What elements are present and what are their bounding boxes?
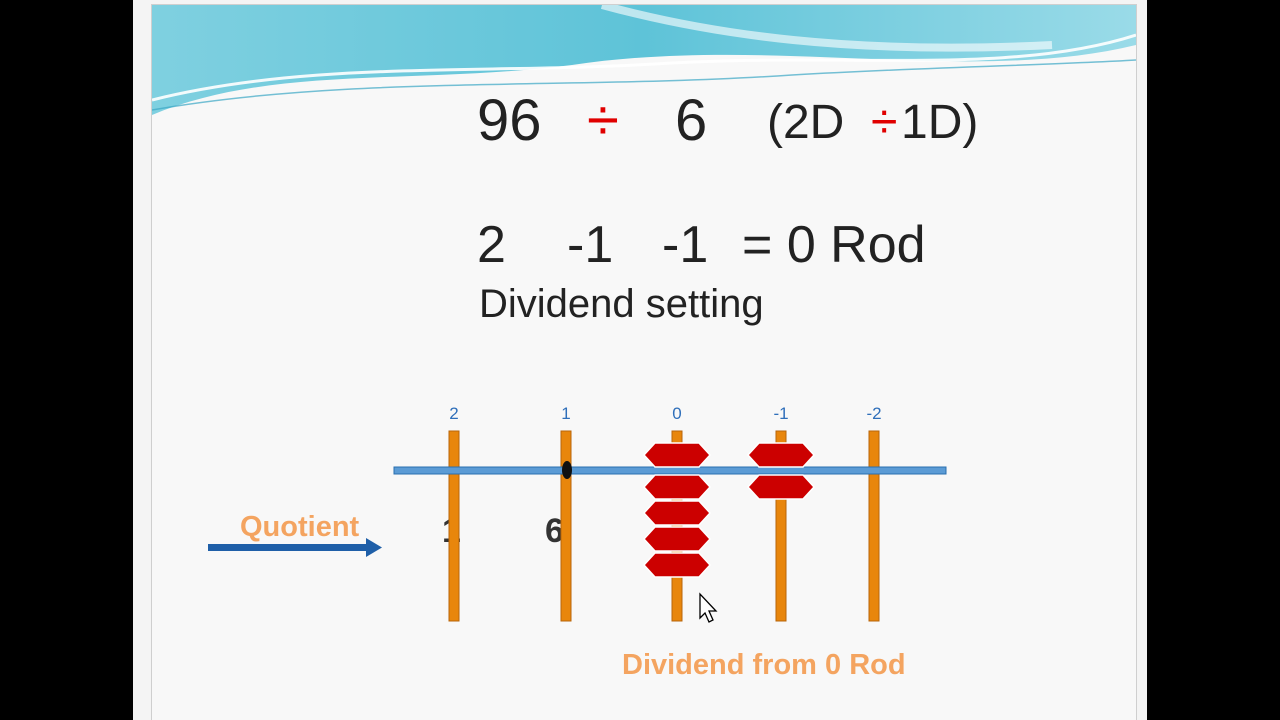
rod-calc-result: = 0 Rod [742,216,926,274]
abacus-beads [642,442,816,578]
problem-type-close: 1D) [901,96,979,149]
earth-bead-rod-3-4 [642,552,712,578]
dividend-from-rod-label: Dividend from 0 Rod [622,649,906,681]
header-wave-decoration [152,5,1136,115]
heaven-bead-rod-3 [642,442,712,468]
unit-marker-dot [562,461,572,479]
abacus-diagram: 2 1 0 -1 -2 [208,404,947,623]
slide: 96 ÷ 6 (2D ÷ 1D) 2 -1 -1 = 0 Rod Dividen… [133,0,1147,720]
divisor-value: 6 [675,88,708,153]
earth-bead-rod-3-2 [642,500,712,526]
abacus-rod-4 [775,430,787,622]
rod-calc-c: -1 [662,216,709,274]
earth-bead-rod-4-1 [746,474,816,500]
rod-label-5: -2 [866,404,881,423]
slide-frame: 96 ÷ 6 (2D ÷ 1D) 2 -1 -1 = 0 Rod Dividen… [151,4,1137,720]
division-operator: ÷ [587,88,619,153]
abacus-rod-2 [560,430,572,622]
abacus-rod-5 [868,430,880,622]
quotient-arrow [208,538,382,557]
heaven-bead-rod-4 [746,442,816,468]
rod-label-2: 1 [561,404,570,423]
rod-calc-a: 2 [477,216,506,274]
dividend-value: 96 [477,88,542,153]
abacus-rods [448,430,880,622]
dividend-setting-label: Dividend setting [479,282,764,326]
abacus-beam [393,466,947,475]
rod-label-4: -1 [773,404,788,423]
rod-label-3: 0 [672,404,681,423]
earth-bead-rod-3-1 [642,474,712,500]
quotient-label: Quotient [240,511,360,543]
earth-bead-rod-3-3 [642,526,712,552]
abacus-rod-1 [448,430,460,622]
problem-type-open: (2D [767,96,845,149]
rod-calc-b: -1 [567,216,614,274]
mouse-cursor-icon [699,592,718,623]
rod-labels: 2 1 0 -1 -2 [449,404,881,423]
quotient-digit-2: 6 [545,512,564,550]
rod-label-1: 2 [449,404,458,423]
abacus-rod-3 [671,430,683,622]
problem-type-operator: ÷ [871,96,898,149]
